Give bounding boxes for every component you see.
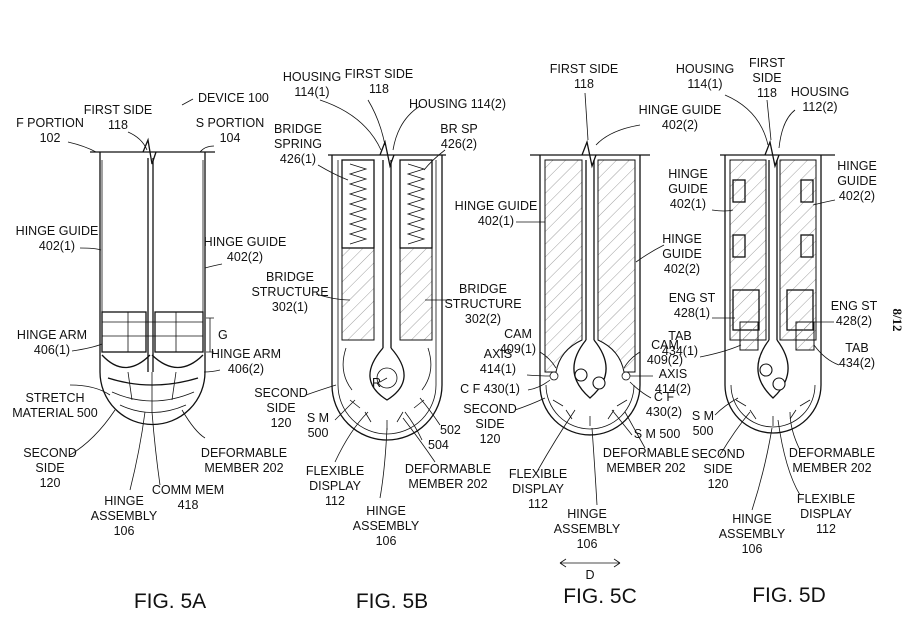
label-504: 504: [428, 438, 449, 452]
label-housing-114-2: HOUSING 114(2): [409, 97, 506, 111]
figure-5b-leaders: [305, 99, 453, 499]
figure-5b-drawing: [328, 139, 446, 441]
label-device-100: DEVICE 100: [198, 91, 269, 105]
figure-5a-leaders: [67, 98, 223, 491]
label-radius-r: R: [372, 376, 381, 390]
caption-fig-5a: FIG. 5A: [134, 590, 206, 613]
figure-5c-drawing: [530, 139, 650, 436]
label-502: 502: [440, 423, 461, 437]
figure-5a-drawing: [90, 137, 215, 426]
caption-fig-5d: FIG. 5D: [752, 584, 826, 607]
page-number: 8/12: [890, 308, 905, 331]
label-s-m-500-c: S M 500: [634, 427, 681, 441]
figure-5d-drawing: [720, 139, 835, 434]
label-dimension-d: D: [585, 568, 594, 582]
label-gap-g: G: [218, 328, 228, 342]
figure-5d-leaders: [699, 94, 840, 511]
caption-fig-5c: FIG. 5C: [563, 585, 637, 608]
figure-5c-leaders: [514, 92, 665, 568]
caption-fig-5b: FIG. 5B: [356, 590, 428, 613]
label-c-f-430-1: C F 430(1): [460, 382, 520, 396]
